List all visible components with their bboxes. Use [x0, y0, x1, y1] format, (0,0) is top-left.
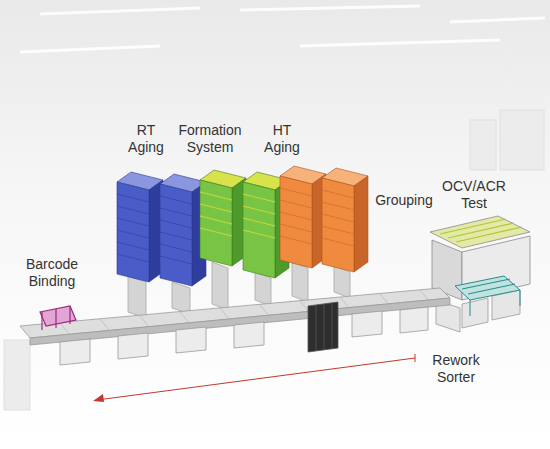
- section-label: RT Aging: [121, 122, 171, 156]
- section-label: Grouping: [375, 192, 433, 209]
- section-label: Formation System: [172, 122, 248, 156]
- section-label: HT Aging: [257, 122, 307, 156]
- section-label: OCV/ACR Test: [438, 178, 510, 212]
- section-label: Rework Sorter: [427, 352, 485, 386]
- section-label: Barcode Binding: [20, 256, 84, 290]
